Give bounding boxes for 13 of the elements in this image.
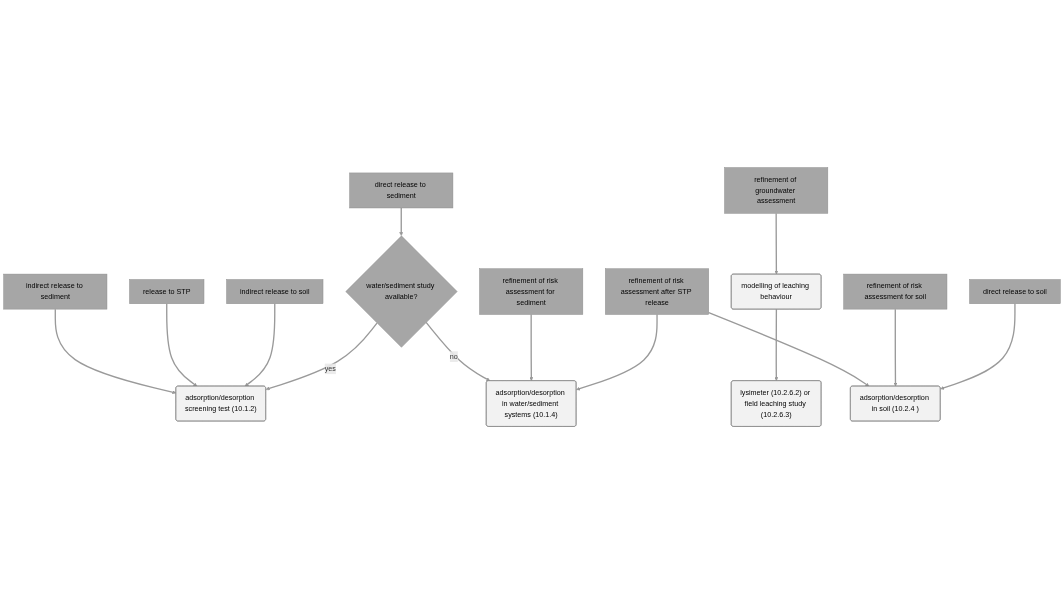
arrow bbox=[940, 303, 1016, 390]
arrow bbox=[265, 322, 378, 391]
arrow bbox=[399, 207, 404, 237]
arrow bbox=[708, 311, 870, 387]
arrow bbox=[774, 308, 779, 381]
arrow bbox=[166, 303, 198, 387]
arrow bbox=[893, 308, 898, 387]
arrow bbox=[529, 313, 534, 381]
arrow bbox=[774, 212, 779, 275]
arrow bbox=[576, 313, 658, 391]
arrow bbox=[54, 308, 177, 395]
arrow bbox=[425, 321, 491, 381]
arrow bbox=[244, 303, 276, 387]
